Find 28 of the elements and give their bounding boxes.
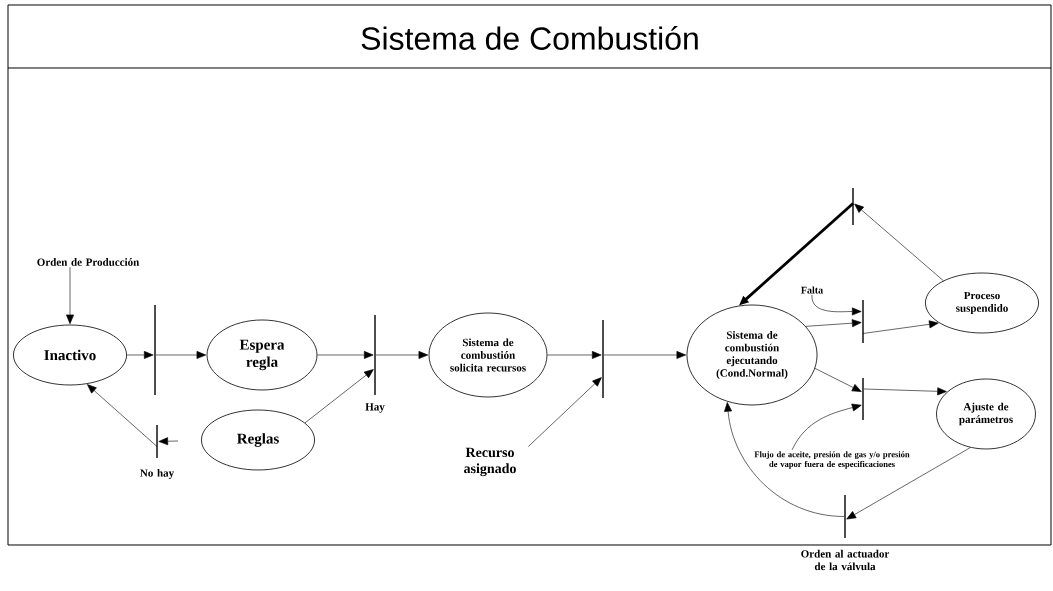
arrow — [854, 203, 944, 281]
arrow — [304, 369, 374, 424]
event-label: Recurso asignado — [464, 447, 516, 477]
event-label: Orden de Producción — [37, 258, 140, 266]
transition-label: No hay — [140, 469, 174, 479]
arrow — [66, 266, 74, 325]
transition-label: Hay — [365, 403, 385, 413]
arrow — [158, 437, 179, 446]
arrow — [547, 351, 602, 359]
arrow — [846, 447, 971, 520]
arrow — [863, 387, 947, 396]
arrow — [528, 377, 602, 447]
arrow — [811, 294, 862, 316]
arrow — [862, 320, 939, 334]
event-label: Flujo de aceite, presión de gas y/o presión de vapor fuera de especificaciones — [754, 451, 910, 469]
arrow — [126, 351, 154, 359]
arrow — [805, 319, 862, 328]
arrow — [87, 384, 158, 447]
title: Sistema de Combustión — [361, 26, 698, 50]
arrow — [814, 368, 862, 392]
arrow — [791, 403, 862, 451]
arrow — [317, 351, 374, 359]
arrow — [603, 351, 687, 359]
event-label: Falta — [801, 286, 823, 294]
arrow — [375, 351, 429, 359]
arrow — [724, 402, 845, 517]
transition-label: Orden al actuador de la válvula — [801, 549, 890, 571]
arrow — [155, 351, 207, 359]
